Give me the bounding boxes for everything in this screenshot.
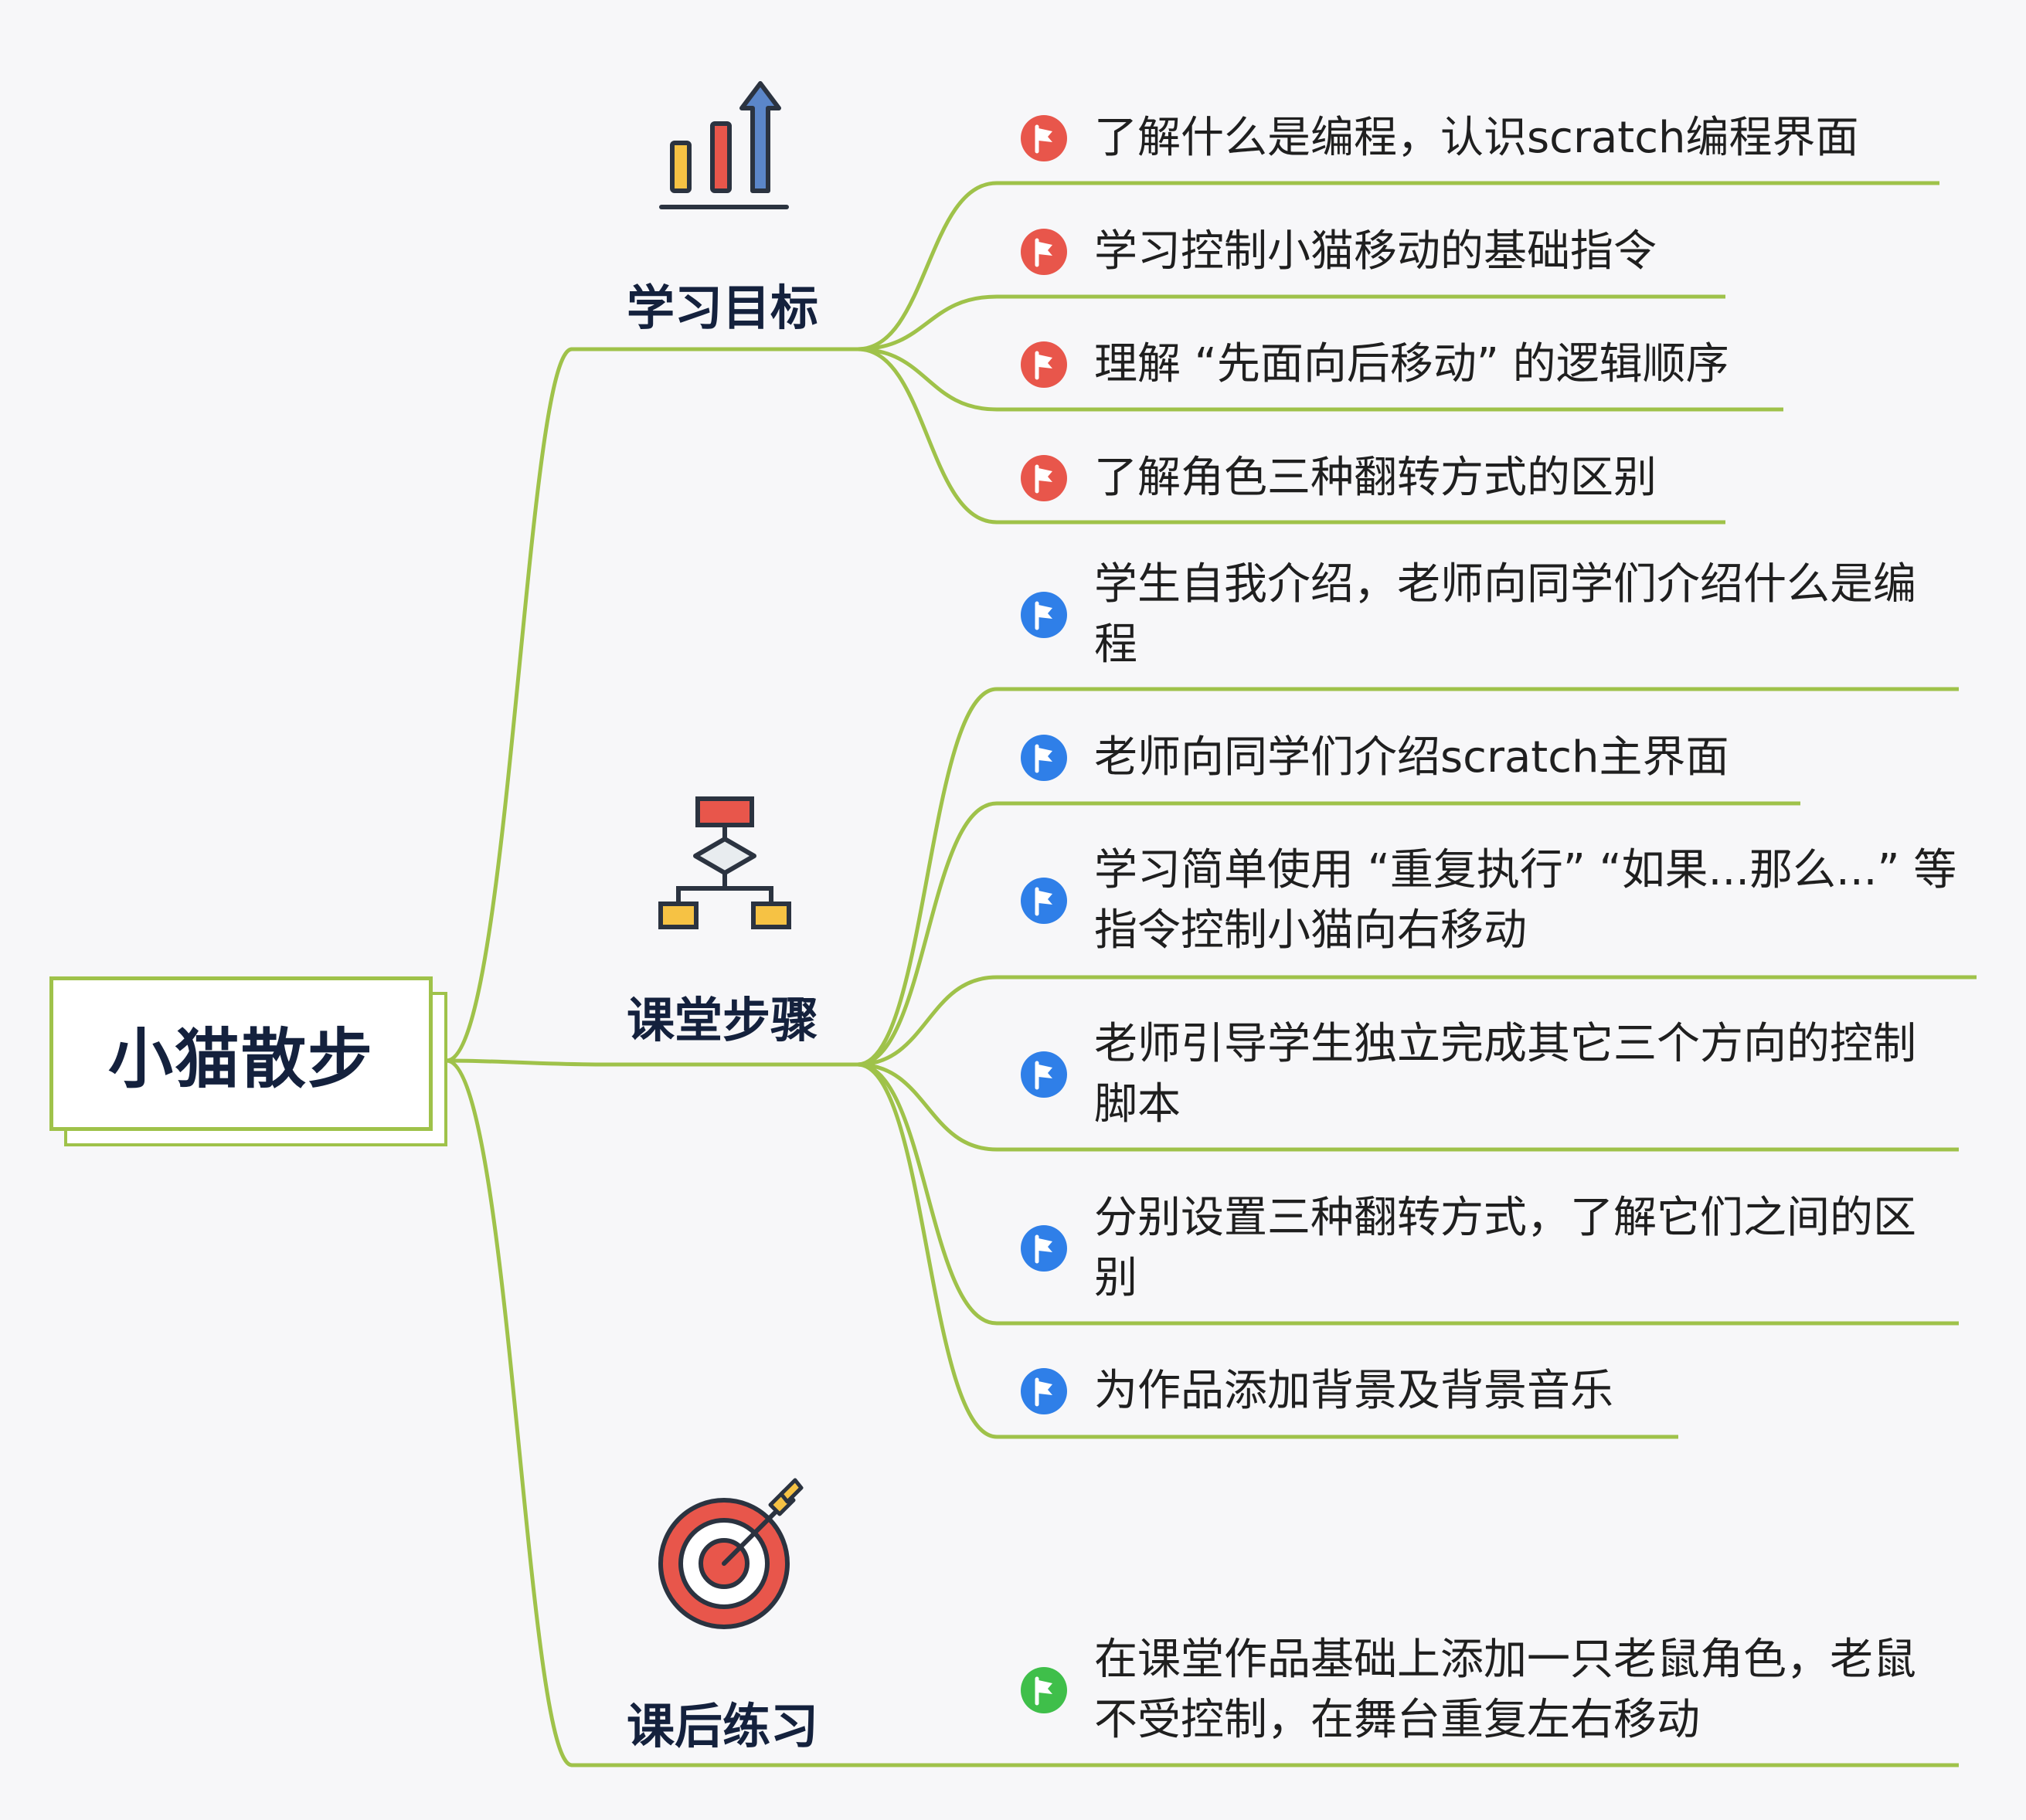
- flag-icon: [1021, 341, 1067, 388]
- step-item-text: 学生自我介绍，老师向同学们介绍什么是编程: [1094, 559, 1916, 670]
- target-icon: [658, 1478, 804, 1629]
- step-item-text: 老师引导学生独立完成其它三个方向的控制脚本: [1094, 1019, 1916, 1129]
- goal-item[interactable]: 理解 “先面向后移动” 的逻辑顺序: [1020, 334, 1932, 395]
- root-node[interactable]: 小猫散步: [49, 976, 433, 1131]
- step-item-text: 分别设置三种翻转方式，了解它们之间的区别: [1094, 1193, 1916, 1303]
- goal-item-text: 了解什么是编程，认识scratch编程界面: [1094, 113, 1859, 163]
- branch-label-practice[interactable]: 课后练习: [626, 1698, 818, 1754]
- flag-icon: [1021, 1368, 1067, 1414]
- goal-item[interactable]: 了解什么是编程，认识scratch编程界面: [1020, 108, 1932, 168]
- branch-to-leaf-line: [855, 347, 999, 525]
- bar-chart-icon: [659, 81, 789, 209]
- step-item[interactable]: 老师引导学生独立完成其它三个方向的控制脚本: [1020, 1014, 1955, 1135]
- practice-item[interactable]: 在课堂作品基础上添加一只老鼠角色，老鼠不受控制，在舞台重复左右移动: [1020, 1630, 1955, 1750]
- branch-label-goals[interactable]: 学习目标: [626, 280, 818, 336]
- step-item[interactable]: 为作品添加背景及背景音乐: [1020, 1361, 1955, 1421]
- step-item[interactable]: 分别设置三种翻转方式，了解它们之间的区别: [1020, 1188, 1955, 1309]
- flag-icon: [1021, 455, 1067, 501]
- flag-icon: [1021, 115, 1067, 161]
- branch-label-steps[interactable]: 课堂步骤: [626, 992, 818, 1048]
- goal-item-text: 了解角色三种翻转方式的区别: [1094, 453, 1657, 503]
- flag-icon: [1021, 1667, 1067, 1713]
- root-to-branch-line: [444, 1058, 860, 1067]
- branch-to-leaf-line: [855, 347, 999, 412]
- step-item-text: 为作品添加背景及背景音乐: [1094, 1366, 1613, 1416]
- step-item-text: 老师向同学们介绍scratch主界面: [1094, 732, 1729, 783]
- goal-item-text: 学习控制小猫移动的基础指令: [1094, 226, 1657, 277]
- branch-to-leaf-line: [855, 1062, 999, 1439]
- step-item[interactable]: 老师向同学们介绍scratch主界面: [1020, 728, 1955, 788]
- flag-icon: [1021, 735, 1067, 781]
- flag-icon: [1021, 1225, 1067, 1272]
- flowchart-icon: [658, 796, 791, 929]
- step-item[interactable]: 学习简单使用 “重复执行” “如果...那么...” 等指令控制小猫向右移动: [1020, 840, 1986, 961]
- goal-item[interactable]: 了解角色三种翻转方式的区别: [1020, 448, 1932, 508]
- branch-to-leaf-line: [855, 1062, 999, 1326]
- goal-item-text: 理解 “先面向后移动” 的逻辑顺序: [1094, 339, 1729, 389]
- branch-to-leaf-line: [855, 801, 999, 1067]
- branch-to-leaf-line: [855, 294, 999, 351]
- flag-icon: [1021, 1051, 1067, 1098]
- goal-item[interactable]: 学习控制小猫移动的基础指令: [1020, 222, 1932, 282]
- branch-to-leaf-line: [855, 1062, 999, 1152]
- root-title: 小猫散步: [107, 1020, 374, 1097]
- root-to-branch-line: [444, 347, 574, 1063]
- flag-icon: [1021, 878, 1067, 924]
- branch-to-leaf-line: [855, 975, 999, 1067]
- branch-to-leaf-line: [855, 687, 999, 1067]
- flag-icon: [1021, 592, 1067, 638]
- step-item[interactable]: 学生自我介绍，老师向同学们介绍什么是编程: [1020, 555, 1955, 675]
- step-item-text: 学习简单使用 “重复执行” “如果...那么...” 等指令控制小猫向右移动: [1094, 845, 1957, 956]
- practice-item-text: 在课堂作品基础上添加一只老鼠角色，老鼠不受控制，在舞台重复左右移动: [1094, 1635, 1916, 1745]
- branch-to-leaf-line: [855, 181, 999, 351]
- root-to-branch-line: [444, 1058, 574, 1767]
- flag-icon: [1021, 229, 1067, 275]
